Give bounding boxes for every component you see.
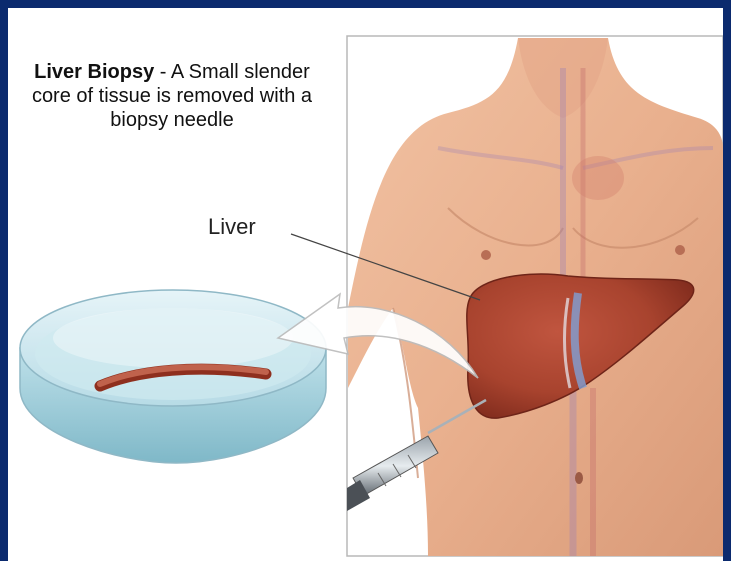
caption-text: Liver Biopsy - A Small slender core of t…	[22, 60, 322, 132]
illustration-panel: Liver Biopsy - A Small slender core of t…	[8, 8, 723, 561]
liver-label: Liver	[208, 214, 256, 240]
caption-title: Liver Biopsy	[34, 61, 154, 83]
petri-dish	[20, 290, 326, 463]
